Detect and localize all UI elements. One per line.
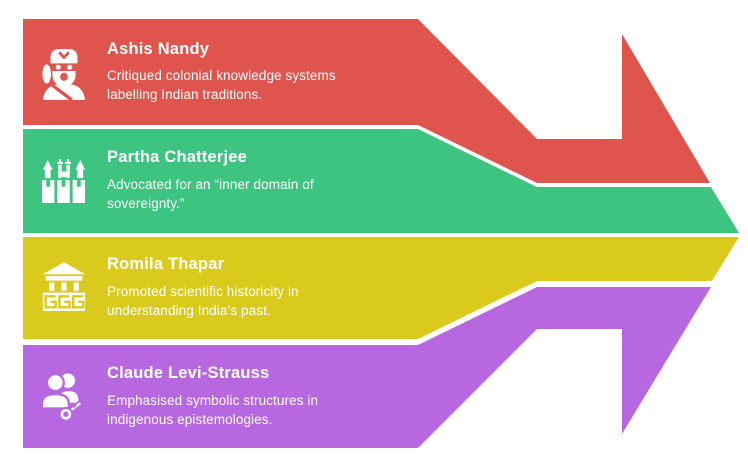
section-title: Romila Thapar bbox=[107, 255, 225, 274]
section-description: Critiqued colonial knowledge systems lab… bbox=[107, 68, 336, 103]
ribbon-green bbox=[23, 129, 739, 233]
section-title: Partha Chatterjee bbox=[107, 148, 248, 167]
section-row-ashis-nandy: Ashis Nandy Critiqued colonial knowledge… bbox=[38, 19, 336, 125]
section-description: Promoted scientific historicity in under… bbox=[107, 283, 299, 318]
temple-icon bbox=[42, 261, 86, 311]
icon-box bbox=[38, 158, 90, 203]
people-key-icon bbox=[40, 372, 84, 422]
section-row-romila-thapar: Romila Thapar Promoted scientific histor… bbox=[38, 236, 299, 339]
section-text: Partha Chatterjee Advocated for an “inne… bbox=[107, 148, 314, 212]
section-description: Emphasised symbolic structures in indige… bbox=[107, 392, 319, 427]
ribbon-purple bbox=[23, 287, 711, 448]
section-title: Claude Levi-Strauss bbox=[107, 364, 270, 383]
section-text: Romila Thapar Promoted scientific histor… bbox=[107, 255, 299, 319]
ribbon-yellow bbox=[23, 237, 739, 339]
section-description: Advocated for an “inner domain of sovere… bbox=[107, 176, 314, 211]
section-text: Ashis Nandy Critiqued colonial knowledge… bbox=[107, 40, 336, 104]
section-row-partha-chatterjee: Partha Chatterjee Advocated for an “inne… bbox=[38, 129, 314, 232]
guru-icon bbox=[42, 48, 86, 101]
section-text: Claude Levi-Strauss Emphasised symbolic … bbox=[107, 364, 318, 428]
icon-box bbox=[38, 370, 90, 424]
section-title: Ashis Nandy bbox=[107, 39, 210, 58]
icon-box bbox=[38, 261, 90, 315]
section-row-claude-levi-strauss: Claude Levi-Strauss Emphasised symbolic … bbox=[38, 345, 318, 448]
ribbon-red bbox=[23, 19, 710, 183]
icon-box bbox=[38, 43, 90, 101]
fort-icon bbox=[42, 158, 86, 203]
